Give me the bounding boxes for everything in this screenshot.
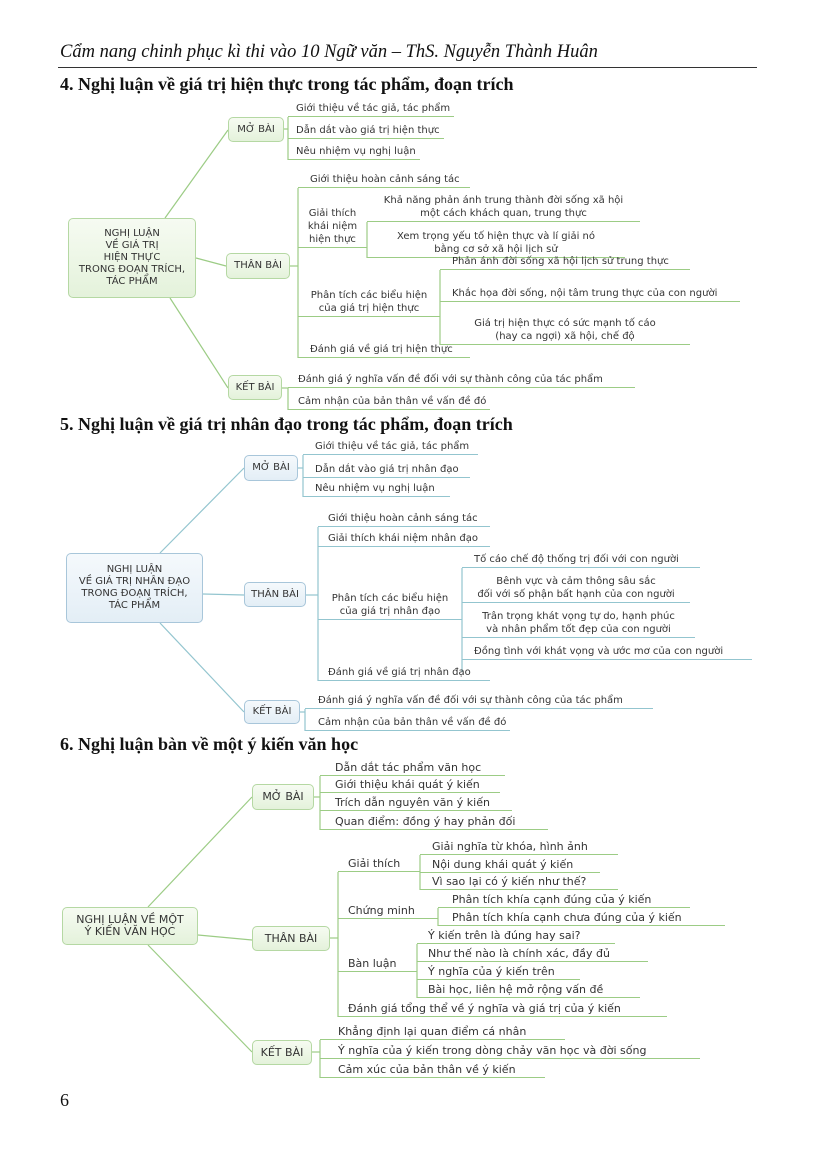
mo-bai-node: MỞ BÀI (244, 455, 298, 481)
mindmap-leaf: Cảm nhận của bản thân về vấn đề đó (305, 715, 511, 731)
root-node: NGHỊ LUẬN VỀ MỘT Ý KIẾN VĂN HỌC (62, 907, 198, 945)
mindmap-leaf: Phân tích các biểu hiện của giá trị hiện… (298, 288, 440, 317)
mindmap-leaf: Đánh giá về giá trị nhân đạo (318, 665, 490, 681)
root-to-ket-bai (169, 297, 229, 389)
mo-bai-node: MỞ BÀI (252, 784, 314, 810)
mindmap-leaf: Phân tích khía cạnh chưa đúng của ý kiến (438, 910, 725, 926)
ket-bai-node: KẾT BÀI (228, 375, 282, 400)
page-number: 6 (60, 1090, 69, 1110)
root-node: NGHỊ LUẬN VỀ GIÁ TRỊ HIỆN THỰC TRONG ĐOẠ… (68, 218, 196, 298)
section-heading-5: 5. Nghị luận về giá trị nhân đạo trong t… (60, 414, 513, 434)
mindmap-leaf: Như thế nào là chính xác, đầy đủ (417, 946, 648, 962)
than-bai-node: THÂN BÀI (244, 582, 306, 607)
mindmap-leaf: Giới thiệu khái quát ý kiến (320, 777, 500, 793)
root-to-than-bai (197, 934, 253, 941)
mindmap-leaf: Giới thiệu hoàn cảnh sáng tác (298, 172, 470, 188)
mindmap-leaf: Đánh giá ý nghĩa vấn đề đối với sự thành… (305, 693, 653, 709)
mindmap-leaf: Xem trọng yếu tố hiện thực và lí giải nó… (367, 229, 625, 258)
root-to-mo-bai (159, 467, 245, 554)
running-header: Cẩm nang chinh phục kì thi vào 10 Ngữ vă… (60, 42, 598, 62)
root-node: NGHỊ LUẬN VỀ GIÁ TRỊ NHÂN ĐẠO TRONG ĐOẠN… (66, 553, 203, 623)
mindmap-leaf: Cảm nhận của bản thân về vấn đề đó (288, 394, 491, 410)
mindmap-leaf: Chứng minh (338, 903, 438, 919)
mindmap-leaf: Nêu nhiệm vụ nghị luận (303, 481, 450, 497)
mindmap-leaf: Vì sao lại có ý kiến như thế? (420, 874, 618, 890)
mindmap-leaf: Nội dung khái quát ý kiến (420, 857, 600, 873)
mindmap-leaf: Bài học, liên hệ mở rộng vấn đề (417, 982, 640, 998)
mindmap-leaf: Đánh giá tổng thể về ý nghĩa và giá trị … (338, 1001, 667, 1017)
mindmap-leaf: Trích dẫn nguyên văn ý kiến (320, 795, 512, 811)
than-bai-node: THÂN BÀI (252, 926, 330, 951)
mindmap-leaf: Phản ánh đời sống xã hội lịch sử trung t… (440, 254, 690, 270)
mindmap-leaf: Dẫn dắt tác phẩm văn học (320, 760, 505, 776)
root-to-ket-bai (147, 944, 253, 1053)
mindmap-leaf: Ý nghĩa của ý kiến trong dòng chảy văn h… (320, 1043, 700, 1059)
mindmap-leaf: Tố cáo chế độ thống trị đối với con ngườ… (462, 552, 700, 568)
root-to-than-bai (202, 593, 245, 596)
root-to-than-bai (195, 257, 227, 267)
mindmap-leaf: Đánh giá về giá trị hiện thực (298, 342, 470, 358)
mindmap-leaf: Khắc họa đời sống, nội tâm trung thực củ… (440, 286, 740, 302)
root-to-ket-bai (159, 622, 245, 713)
mindmap-leaf: Giá trị hiện thực có sức mạnh tố cáo (ha… (440, 316, 690, 345)
mindmap-leaf: Giải thích khái niệm hiện thực (298, 206, 367, 248)
mindmap-leaf: Giải thích khái niệm nhân đạo (318, 531, 490, 547)
mindmap-leaf: Bàn luận (338, 956, 417, 972)
mindmap-leaf: Khả năng phản ánh trung thành đời sống x… (367, 193, 640, 222)
mindmap-leaf: Phân tích các biểu hiện của giá trị nhân… (318, 591, 462, 620)
root-to-mo-bai (164, 129, 229, 219)
mindmap-leaf: Phân tích khía cạnh đúng của ý kiến (438, 892, 690, 908)
mindmap-leaf: Bênh vực và cảm thông sâu sắc đối với số… (462, 574, 690, 603)
mindmap-leaf: Quan điểm: đồng ý hay phản đối (320, 814, 548, 830)
mindmap-leaf: Nêu nhiệm vụ nghị luận (288, 144, 420, 160)
mindmap-leaf: Giải thích (338, 856, 420, 872)
mindmap-leaf: Giải nghĩa từ khóa, hình ảnh (420, 839, 618, 855)
mindmap-leaf: Giới thiệu hoàn cảnh sáng tác (318, 511, 490, 527)
mo-bai-node: MỞ BÀI (228, 117, 284, 142)
ket-bai-node: KẾT BÀI (252, 1040, 312, 1065)
mindmap-leaf: Dẫn dắt vào giá trị nhân đạo (303, 462, 470, 478)
mindmap-leaf: Giới thiệu về tác giả, tác phẩm (288, 101, 455, 117)
mindmap-leaf: Dẫn dắt vào giá trị hiện thực (288, 123, 444, 139)
mindmap-leaf: Giới thiệu về tác giả, tác phẩm (303, 439, 478, 455)
mindmap-leaf: Trân trọng khát vọng tự do, hạnh phúc và… (462, 609, 695, 638)
section-heading-4: 4. Nghị luận về giá trị hiện thực trong … (60, 74, 514, 94)
root-to-mo-bai (147, 796, 253, 908)
mindmap-leaf: Đồng tình với khát vọng và ước mơ của co… (462, 644, 752, 660)
mindmap-leaf: Khẳng định lại quan điểm cá nhân (320, 1024, 565, 1040)
mindmap-leaf: Ý nghĩa của ý kiến trên (417, 964, 580, 980)
mindmap-leaf: Ý kiến trên là đúng hay sai? (417, 928, 615, 944)
ket-bai-node: KẾT BÀI (244, 700, 300, 724)
mindmap-leaf: Đánh giá ý nghĩa vấn đề đối với sự thành… (288, 372, 635, 388)
header-divider (58, 67, 757, 68)
section-heading-6: 6. Nghị luận bàn về một ý kiến văn học (60, 734, 359, 754)
than-bai-node: THÂN BÀI (226, 253, 290, 279)
mindmap-leaf: Cảm xúc của bản thân về ý kiến (320, 1062, 545, 1078)
